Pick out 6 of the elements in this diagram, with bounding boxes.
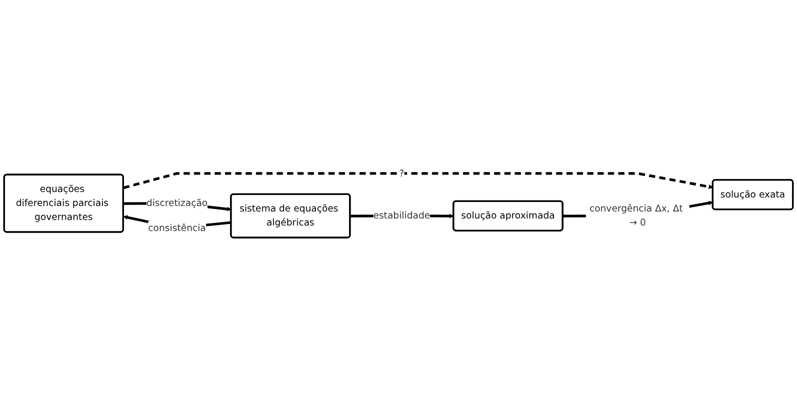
arrow: [123, 172, 714, 190]
edge-label: ?: [399, 168, 404, 179]
edge-label: estabilidade: [373, 210, 430, 222]
edge-label: consistência: [148, 222, 206, 234]
edge-label: discretização: [146, 198, 208, 209]
edge-label: convergência Δx, Δt → 0: [589, 203, 683, 228]
